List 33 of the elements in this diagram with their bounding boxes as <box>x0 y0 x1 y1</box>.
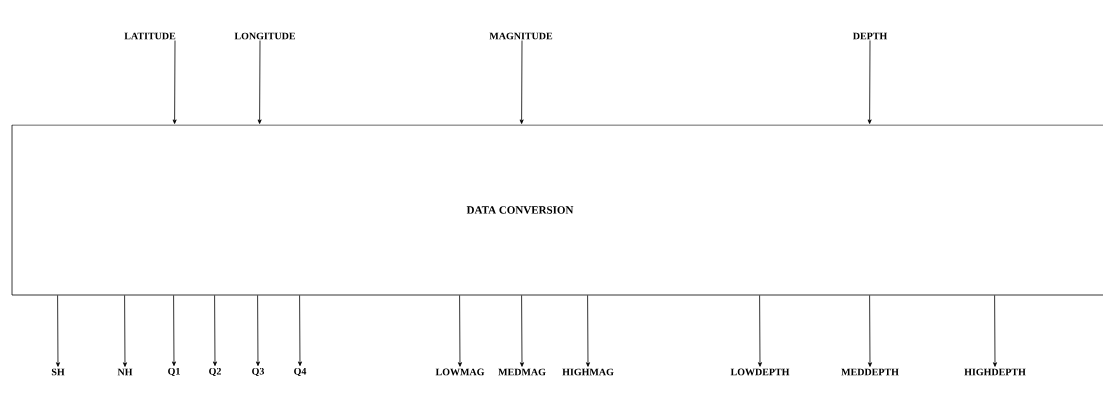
arrow <box>172 295 176 367</box>
arrow <box>172 40 177 124</box>
label-text: Q4 <box>294 367 307 377</box>
label-text: DEPTH <box>852 32 888 40</box>
arrow <box>993 295 997 367</box>
arrow <box>56 295 60 367</box>
label-text: Q1 <box>168 367 180 377</box>
arrow <box>520 295 524 367</box>
label-text: LOWDEPTH <box>730 368 790 376</box>
arrow <box>868 295 872 367</box>
arrow <box>519 40 524 124</box>
arrow <box>458 295 462 367</box>
label-text: LONGITUDE <box>234 32 296 40</box>
label-text: Q2 <box>209 367 221 377</box>
label-text: SH <box>51 368 65 376</box>
label-text: HIGHMAG <box>562 368 614 376</box>
arrow <box>867 40 872 124</box>
arrow <box>257 40 262 124</box>
arrow <box>586 295 590 367</box>
label-text: NH <box>117 368 133 376</box>
label-text: Q3 <box>252 367 265 377</box>
label-text: MEDDEPTH <box>841 368 899 376</box>
process-box: DATA CONVERSION <box>11 124 1103 296</box>
arrow <box>298 295 302 367</box>
label-text: HIGHDEPTH <box>964 368 1026 376</box>
label-text: MAGNITUDE <box>489 32 553 40</box>
arrow <box>758 295 762 367</box>
arrow <box>256 295 260 367</box>
arrow <box>123 295 127 367</box>
arrow <box>213 295 217 367</box>
label-text: LATITUDE <box>124 32 176 40</box>
label-text: LOWMAG <box>435 368 485 376</box>
label-text: MEDMAG <box>498 368 546 376</box>
